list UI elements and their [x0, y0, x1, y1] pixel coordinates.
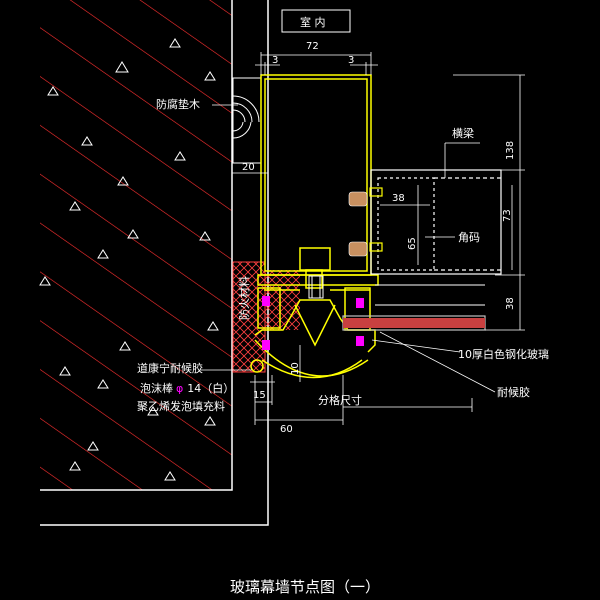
- dim-138: 138: [505, 141, 516, 160]
- indoor-box: [281, 9, 351, 33]
- dim-20: 20: [242, 162, 255, 173]
- cover-cap: [254, 287, 376, 379]
- pu-sealant-label: 道康宁耐候胶: [137, 361, 203, 375]
- dim-60: 60: [280, 424, 293, 435]
- foam-rod-symbol: φ: [176, 382, 183, 395]
- dim-15: 15: [253, 390, 266, 401]
- transom-label: 横梁: [452, 126, 474, 140]
- drawing-title: 玻璃幕墙节点图（一）: [230, 578, 380, 596]
- dim-73: 73: [502, 209, 513, 222]
- wood-pad: [232, 77, 262, 164]
- dim-3-right: 3: [348, 55, 354, 66]
- foam-rod-prefix: 泡沫棒: [140, 381, 173, 395]
- module-size-label: 分格尺寸: [318, 393, 362, 407]
- dim-38-top: 38: [392, 193, 405, 204]
- dim-72: 72: [306, 41, 319, 52]
- dimension-lines: [231, 52, 525, 425]
- gaskets: [262, 296, 364, 350]
- pe-foam-label: 聚乙烯发泡填充料: [137, 399, 225, 413]
- mullion-profile: [257, 74, 379, 291]
- glass-pane: [342, 284, 486, 331]
- foam-rod-suffix: 14（白）: [187, 381, 234, 395]
- fireproof-label: 防火材料: [237, 276, 251, 320]
- dim-10: 10: [290, 362, 301, 375]
- foam-rod: [250, 359, 264, 373]
- wood-label: 防腐垫木: [156, 97, 200, 111]
- corner-code-label: 角码: [458, 231, 480, 244]
- dim-38-bottom: 38: [505, 297, 516, 310]
- transom: [369, 169, 502, 275]
- sealant-label: 耐候胶: [497, 385, 530, 399]
- bolts: [308, 191, 368, 299]
- indoor-label: 室 内: [300, 15, 326, 29]
- glass-label: 10厚白色钢化玻璃: [458, 347, 549, 361]
- dim-3-left: 3: [272, 55, 278, 66]
- leader-lines: [200, 104, 496, 393]
- dim-65: 65: [407, 237, 418, 250]
- concrete-wall: [39, 0, 269, 526]
